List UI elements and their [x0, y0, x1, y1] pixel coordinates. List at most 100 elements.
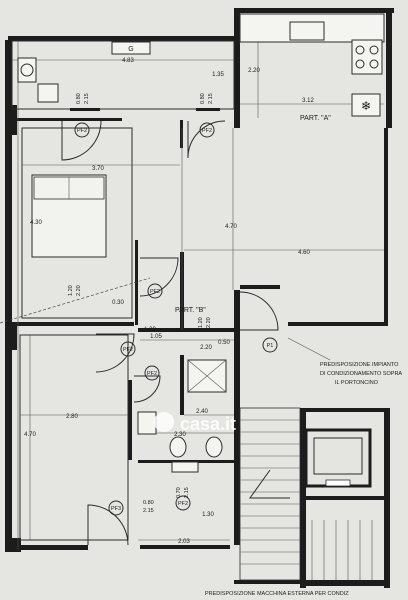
door-label-7: PF2	[178, 501, 188, 507]
dim-130: 1.30	[202, 512, 214, 518]
wall-bath-left	[180, 355, 184, 415]
door-swing-1	[61, 120, 102, 161]
wall-stair-right	[384, 408, 390, 588]
dim-135: 1.35	[212, 72, 224, 78]
wall-bedroom-top	[12, 118, 122, 121]
room-label-part-a: PART. "A"	[300, 115, 331, 122]
wall-corridor-top	[180, 120, 183, 148]
watermark-text: casa.it	[180, 414, 236, 434]
note-ac-line-2: DI CONDIZIONAMENTO SOPRA	[320, 371, 402, 377]
burner-3	[355, 59, 365, 69]
balcony-outline	[11, 40, 235, 110]
burner-4	[369, 59, 379, 69]
stove	[351, 39, 383, 75]
door-circle-7	[175, 495, 191, 511]
stair-arrow	[249, 469, 290, 499]
wall-partb-top	[138, 328, 238, 332]
door-circle-6	[108, 500, 124, 516]
window-size-labels: 0.80 2.15 0.80 2.15 1.20 2.20 1.20 2.20 …	[68, 93, 214, 514]
wall-left-column	[5, 105, 17, 135]
wall-bottom-mid	[140, 545, 230, 549]
dim-370: 3.70	[92, 166, 104, 172]
wall-right-lower	[384, 128, 388, 326]
note-ac-line-1: PREDISPOSIZIONE IMPIANTO	[320, 362, 399, 368]
watermark: casa.it	[154, 412, 236, 434]
fridge	[351, 93, 381, 117]
dim-220-top: 2.20	[248, 68, 260, 74]
balcony-fixtures: G	[17, 41, 151, 103]
kitchen-counter	[239, 13, 385, 43]
wall-stair-top	[300, 408, 390, 412]
stair-steps	[240, 419, 373, 580]
wall-stair-bottom	[300, 580, 390, 586]
window-mark-3	[28, 118, 58, 121]
interior-lines	[0, 20, 384, 550]
wall-bedroom-divider	[12, 322, 134, 326]
win-2-bot: 2.15	[208, 93, 214, 104]
win-1-bot: 2.15	[84, 93, 90, 104]
door-swing-2	[187, 120, 226, 159]
wall-top-right	[234, 8, 394, 13]
washing-drum	[20, 63, 34, 77]
wall-corridor-left	[135, 240, 138, 325]
door-label-entry: P1	[267, 343, 274, 349]
door-circle-entry	[262, 337, 278, 353]
boiler-box	[111, 41, 151, 55]
dim-483: 4.83	[122, 58, 134, 64]
win-4-top: 1.20	[198, 317, 204, 328]
dim-105: 1.05	[150, 334, 162, 340]
dim-050: 0.50	[218, 340, 230, 346]
notes: PREDISPOSIZIONE IMPIANTO DI CONDIZIONAME…	[205, 337, 402, 597]
dim-430: 4.30	[30, 220, 42, 226]
toilet-1	[205, 436, 223, 458]
bathrooms	[137, 359, 227, 473]
door-label-3: PF2	[150, 289, 160, 295]
room-label-part-b: PART. "B"	[175, 307, 206, 314]
sink-balcony	[37, 83, 59, 103]
win-3-bot: 2.20	[76, 285, 82, 296]
bed	[31, 174, 107, 258]
dashed-reference-line	[0, 277, 151, 324]
washing-machine	[17, 57, 37, 83]
door-label-1: PF2	[77, 128, 87, 134]
bidet-1	[169, 436, 187, 458]
kitchen: ❄	[239, 13, 385, 117]
note-ac-line-3: IL PORTONCINO	[335, 380, 379, 386]
wall-bottom-left	[8, 545, 88, 550]
door-circle-2	[199, 122, 215, 138]
dim-220-bottom: 2.20	[200, 345, 212, 351]
wall-top-left	[8, 36, 244, 41]
dim-030: 0.30	[112, 300, 124, 306]
wall-bath2-left	[128, 380, 132, 460]
win-4-bot: 2.20	[206, 317, 212, 328]
door-swing-6	[133, 375, 161, 403]
door-circle-3	[147, 283, 163, 299]
dim-470-center: 4.70	[225, 224, 237, 230]
watermark-logo-icon	[154, 412, 174, 432]
wall-stair-bottom-left	[234, 580, 304, 584]
win-5-top: 0.80	[143, 500, 154, 506]
door-circle-5	[144, 365, 160, 381]
wall-left	[5, 40, 12, 550]
bedroom-2-outline	[19, 334, 129, 541]
boiler-label: G	[128, 46, 133, 53]
burner-2	[369, 45, 379, 55]
lift-cabin	[313, 437, 363, 475]
bedroom-1-outline	[21, 127, 133, 319]
bath-shelf	[171, 461, 199, 473]
door-label-4: PF2	[123, 347, 133, 353]
door-label-5: PF2	[147, 371, 157, 377]
dimension-labels: 4.83 1.35 2.20 3.12 3.70 4.30 4.70 4.60 …	[24, 58, 314, 545]
door-label-6: PF3	[111, 506, 121, 512]
wall-parta-bottom	[288, 322, 388, 326]
window-mark-2	[196, 108, 220, 111]
dim-230: 2.30	[174, 432, 186, 438]
wall-right-upper	[386, 8, 392, 128]
kitchen-sink	[289, 21, 325, 41]
door-swing-entry	[239, 291, 279, 331]
dim-470-left: 4.70	[24, 432, 36, 438]
stair-flight	[239, 407, 301, 581]
snowflake-icon: ❄	[361, 99, 371, 113]
